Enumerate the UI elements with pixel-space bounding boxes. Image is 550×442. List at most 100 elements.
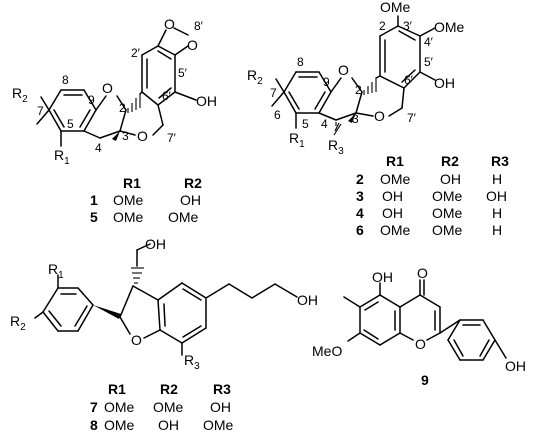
- ring-oxygen-label: O: [415, 336, 426, 352]
- locant-8-prime: 8′: [194, 19, 204, 33]
- r1-label: R1: [48, 261, 64, 281]
- locant-5: 5: [67, 117, 74, 131]
- locant-5-prime: 5′: [424, 55, 434, 69]
- table-b-header-r3: R3: [491, 153, 509, 169]
- structure-b-labels: OMe OMe OH O O R2 R1 R3 8 9 2 2 3′ 4′ 5′…: [247, 0, 465, 157]
- compound-id: 4: [356, 205, 364, 221]
- r3-label: R3: [328, 137, 344, 157]
- table-c-header-r1: R1: [108, 381, 126, 397]
- structure-a: [36, 27, 197, 147]
- dioxole-oxygen-label: O: [187, 37, 198, 53]
- dioxole-oxygen-label: O: [164, 16, 175, 32]
- table-b-cell: OH: [486, 188, 507, 204]
- table-c-header-r2: R2: [160, 381, 178, 397]
- ring-oxygen-label: O: [102, 80, 113, 96]
- table-a-cell: OMe: [113, 192, 144, 208]
- structure-d: [343, 279, 507, 361]
- table-b-cell: OH: [440, 171, 461, 187]
- locant-3-prime: 3′: [403, 19, 413, 33]
- r1-label: R1: [289, 130, 305, 150]
- compound-id: 7: [90, 399, 98, 415]
- pyran-oxygen-label: O: [137, 128, 148, 144]
- table-a-header-r2: R2: [184, 175, 202, 191]
- compound-id: 3: [356, 188, 364, 204]
- structure-b: [271, 15, 436, 136]
- table-b-cell: OMe: [432, 205, 463, 221]
- locant-7: 7: [270, 86, 277, 100]
- ring-oxygen-label: O: [338, 62, 349, 78]
- structure-a-labels: O O O O OH R2 R1 8 9 2 2′ 8′ 5′ 6′ 7′ 7 …: [12, 16, 217, 167]
- table-b-cell: OMe: [380, 222, 411, 238]
- locant-2-prime: 2′: [131, 46, 141, 60]
- table-c-cell: OMe: [104, 417, 135, 433]
- furan-oxygen-label: O: [131, 332, 142, 348]
- compound-id: 9: [421, 372, 429, 388]
- locant-9: 9: [323, 75, 330, 89]
- locant-5: 5: [302, 117, 309, 131]
- hydroxyl-label: OH: [372, 269, 393, 285]
- table-c-cell: OMe: [104, 399, 135, 415]
- carbonyl-oxygen-label: O: [417, 265, 428, 281]
- hydroxyl-label: OH: [434, 75, 455, 91]
- compound-id: 1: [90, 192, 98, 208]
- locant-5-prime: 5′: [178, 66, 188, 80]
- locant-7: 7: [37, 104, 44, 118]
- r1-label: R1: [54, 147, 70, 167]
- table-c-cell: OH: [158, 417, 179, 433]
- compound-id: 2: [356, 171, 364, 187]
- structure-c: [34, 243, 298, 356]
- hydroxyl-label: OH: [297, 292, 318, 308]
- table-a-cell: OMe: [113, 209, 144, 225]
- compound-id: 5: [90, 209, 98, 225]
- table-b-cell: H: [492, 222, 502, 238]
- locant-6-prime: 6′: [162, 89, 172, 103]
- table-a: R1 R2 1 OMe OH 5 OMe OMe: [90, 175, 202, 225]
- r2-label: R2: [10, 313, 26, 333]
- locant-8: 8: [62, 73, 69, 87]
- hydroxyl-label: OH: [505, 358, 526, 374]
- table-a-cell: OH: [180, 192, 201, 208]
- methoxy-label: OMe: [434, 19, 465, 35]
- table-b-cell: OH: [382, 205, 403, 221]
- locant-9: 9: [88, 93, 95, 107]
- table-c-cell: OH: [210, 399, 231, 415]
- locant-6-prime: 6′: [404, 73, 414, 87]
- table-a-cell: OMe: [168, 209, 199, 225]
- structure-d-labels: OH O MeO O OH 9: [312, 265, 526, 388]
- methoxy-label: OMe: [380, 0, 411, 15]
- table-b-cell: OMe: [432, 222, 463, 238]
- r3-label: R3: [184, 352, 200, 372]
- structure-c-labels: OH OH O R1 R2 R3: [10, 236, 318, 372]
- table-b-cell: H: [492, 171, 502, 187]
- locant-4: 4: [321, 117, 328, 131]
- table-b: R1 R2 R3 2 OMe OH H 3 OH OMe OH 4 OH OMe…: [356, 153, 509, 238]
- hydroxyl-label: OH: [145, 236, 166, 252]
- compound-id: 6: [356, 222, 364, 238]
- table-c-cell: OMe: [153, 399, 184, 415]
- locant-4-prime: 4′: [424, 35, 434, 49]
- locant-3: 3: [122, 129, 129, 143]
- table-b-cell: OMe: [380, 171, 411, 187]
- locant-2: 2: [355, 83, 362, 97]
- locant-7-prime: 7′: [167, 131, 177, 145]
- locant-7-prime: 7′: [407, 111, 417, 125]
- table-c-cell: OMe: [203, 417, 234, 433]
- locant-3: 3: [352, 112, 359, 126]
- table-a-header-r1: R1: [123, 175, 141, 191]
- table-b-cell: OMe: [432, 188, 463, 204]
- locant-2: 2: [119, 101, 126, 115]
- pyran-oxygen-label: O: [374, 108, 385, 124]
- table-b-cell: OH: [382, 188, 403, 204]
- locant-4: 4: [95, 141, 102, 155]
- methoxy-label: MeO: [312, 343, 342, 359]
- locant-6: 6: [274, 108, 281, 122]
- table-b-cell: H: [492, 205, 502, 221]
- r2-label: R2: [247, 67, 263, 87]
- compound-id: 8: [90, 417, 98, 433]
- table-c-header-r3: R3: [213, 381, 231, 397]
- r2-label: R2: [12, 85, 28, 105]
- hydroxyl-label: OH: [196, 93, 217, 109]
- locant-8: 8: [297, 55, 304, 69]
- locant-2-prime: 2: [379, 19, 386, 33]
